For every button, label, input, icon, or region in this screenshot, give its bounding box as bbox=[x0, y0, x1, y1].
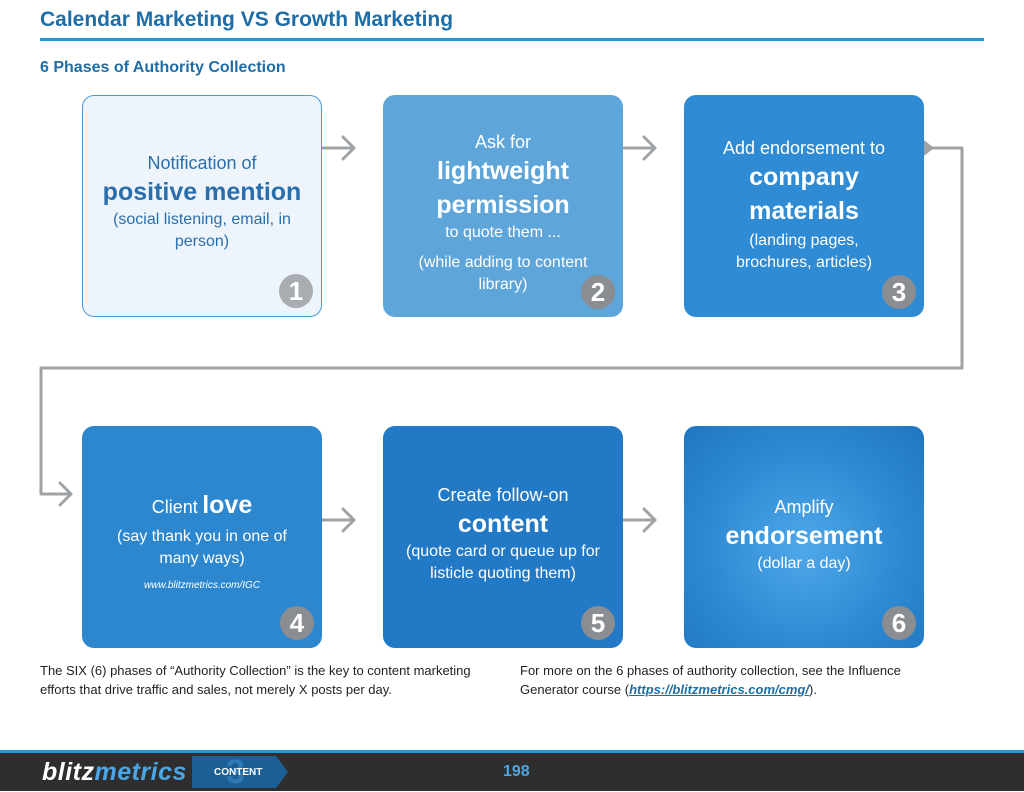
summary-note: The SIX (6) phases of “Authority Collect… bbox=[40, 663, 471, 697]
phase-2-headline: lightweight permission bbox=[436, 157, 570, 219]
phase-6-number-badge: 6 bbox=[882, 606, 916, 640]
phase-card-5: Create follow-on content (quote card or … bbox=[383, 426, 623, 648]
phase-2-intro: Ask for bbox=[474, 132, 531, 152]
phase-4-number-badge: 4 bbox=[280, 606, 314, 640]
phase-card-1: Notification of positive mention (social… bbox=[82, 95, 322, 317]
phase-5-headline: content bbox=[457, 510, 549, 538]
course-note: For more on the 6 phases of authority co… bbox=[520, 661, 960, 699]
arrow-right-icon bbox=[622, 135, 657, 161]
phase-5-number-badge: 5 bbox=[581, 606, 615, 640]
course-note-text: For more on the 6 phases of authority co… bbox=[520, 663, 901, 697]
phase-3-number-badge: 3 bbox=[882, 275, 916, 309]
page-title: Calendar Marketing VS Growth Marketing bbox=[40, 8, 454, 31]
phase-2-subtext: to quote them ... bbox=[445, 224, 561, 241]
phase-2-detail: (while adding to content library) bbox=[418, 254, 588, 293]
phase-1-headline: positive mention bbox=[102, 178, 302, 206]
row-wrap-connector bbox=[39, 146, 964, 507]
phase-3-detail: (landing pages, brochures, articles) bbox=[735, 232, 873, 271]
phase-card-3: Add endorsement to company materials (la… bbox=[684, 95, 924, 317]
brand-logo-part: blitz bbox=[42, 758, 95, 786]
section-number: 3 bbox=[226, 753, 245, 791]
brand-logo-accent: metrics bbox=[94, 758, 187, 786]
course-link[interactable]: https://blitzmetrics.com/cmg/ bbox=[629, 682, 809, 697]
phase-4-intro: Client bbox=[151, 497, 198, 517]
phase-6-detail: (dollar a day) bbox=[757, 555, 851, 572]
phase-1-intro: Notification of bbox=[147, 153, 257, 173]
page-number: 198 bbox=[503, 763, 530, 780]
section-tab-icon bbox=[192, 756, 288, 788]
phase-2-number-badge: 2 bbox=[581, 275, 615, 309]
section-label: CONTENT bbox=[214, 767, 263, 778]
phase-3-intro: Add endorsement to bbox=[722, 138, 886, 158]
phase-5-intro: Create follow-on bbox=[437, 485, 569, 505]
phase-card-6: Amplify endorsement (dollar a day) 6 bbox=[684, 426, 924, 648]
phase-1-number-badge: 1 bbox=[279, 274, 313, 308]
phase-3-headline: company materials bbox=[749, 163, 859, 225]
arrow-right-icon bbox=[321, 507, 356, 533]
phase-card-4: Client love (say thank you in one of man… bbox=[82, 426, 322, 648]
phase-6-intro: Amplify bbox=[774, 497, 834, 517]
section-subtitle: 6 Phases of Authority Collection bbox=[40, 59, 286, 76]
title-divider bbox=[40, 38, 984, 41]
arrow-right-icon bbox=[622, 507, 657, 533]
course-note-end: ). bbox=[808, 682, 817, 697]
arrow-right-icon bbox=[321, 135, 356, 161]
page-footer: blitzmetrics 3 CONTENT 198 bbox=[0, 750, 1024, 791]
brand-logo: blitzmetrics bbox=[42, 758, 187, 787]
phase-4-link: www.blitzmetrics.com/IGC bbox=[143, 580, 261, 591]
phase-card-2: Ask for lightweight permission to quote … bbox=[383, 95, 623, 317]
phase-6-headline: endorsement bbox=[725, 522, 883, 550]
phase-4-headline: love bbox=[202, 491, 253, 519]
phase-5-detail: (quote card or queue up for listicle quo… bbox=[406, 543, 600, 582]
phase-4-detail: (say thank you in one of many ways) bbox=[117, 528, 287, 567]
phase-1-detail: (social listening, email, in person) bbox=[113, 211, 291, 250]
